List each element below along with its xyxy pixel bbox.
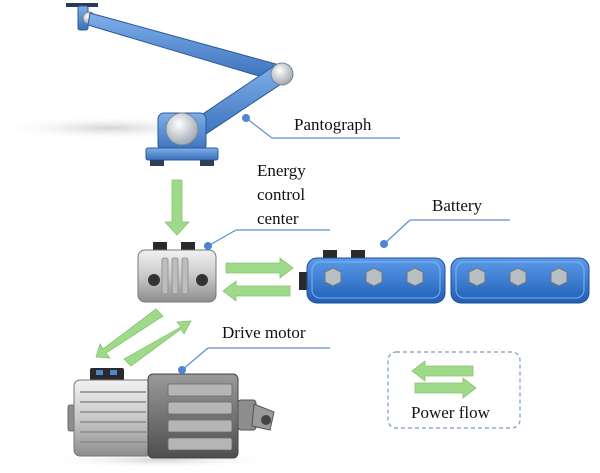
battery-label: Battery (432, 196, 483, 215)
arrow-controller-to-battery (225, 257, 294, 279)
legend-arrow-right (414, 377, 477, 399)
pantograph-icon (0, 3, 294, 166)
battery-pack-icon (299, 250, 590, 304)
drive-motor-label: Drive motor (222, 323, 306, 342)
arrow-controller-to-motor (95, 308, 164, 359)
legend: Power flow (387, 351, 521, 429)
arrow-pantograph-to-controller (164, 179, 190, 236)
energy-center-label-line1: Energy (257, 161, 306, 180)
legend-arrow-left (411, 360, 474, 382)
arrow-motor-to-controller (123, 320, 192, 367)
controller-box-icon (137, 242, 217, 303)
energy-center-label-line2: control (257, 185, 305, 204)
electric-motor-icon (40, 368, 280, 468)
energy-center-label-line3: center (257, 209, 299, 228)
arrow-battery-to-controller (222, 280, 291, 302)
legend-label: Power flow (411, 403, 491, 422)
pantograph-label: Pantograph (294, 115, 372, 134)
